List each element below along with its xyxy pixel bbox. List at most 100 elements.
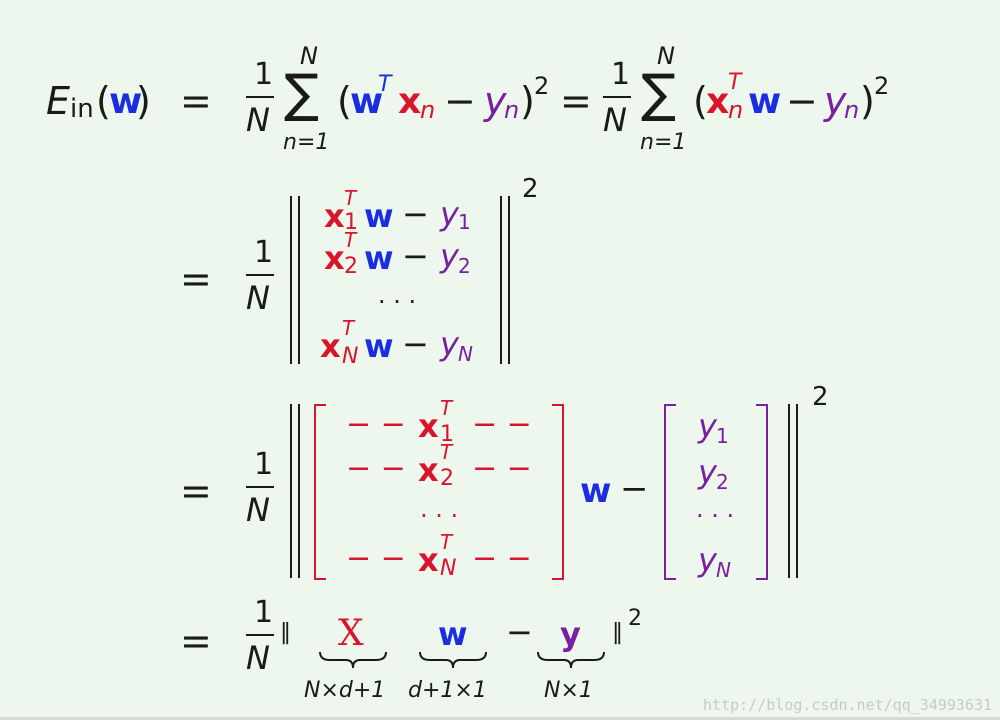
lhs-lparen: ( <box>96 79 111 123</box>
t2-y: y <box>824 79 847 123</box>
l2-rN-T: T <box>342 316 355 340</box>
l3-r1-x: x <box>418 407 439 445</box>
t1-w: w <box>350 81 384 122</box>
y-vector-left-bracket <box>664 404 676 580</box>
underbrace-X <box>319 651 387 669</box>
l2-r2-y: y <box>440 237 459 275</box>
t1-x: x <box>398 81 422 122</box>
t1-n: n <box>420 96 436 124</box>
l2-r1-sub: 1 <box>344 210 358 235</box>
equals-3: = <box>180 469 212 513</box>
l3-y1-sub: 1 <box>716 424 729 448</box>
t2-sq: 2 <box>874 72 890 100</box>
frac2-num: 1 <box>254 235 274 270</box>
l2-r1-ysub: 1 <box>458 210 471 234</box>
l3-ydots: · · · <box>696 502 735 530</box>
t1-yn: n <box>504 96 520 124</box>
t1-minus: − <box>444 79 476 123</box>
norm2-sq: 2 <box>522 174 539 204</box>
frac1-den: N <box>246 101 270 139</box>
frac3-den: N <box>246 491 270 529</box>
l3-r1-T: T <box>440 396 453 420</box>
l2-r1-y: y <box>440 195 459 233</box>
t1-y: y <box>484 79 507 123</box>
frac1b-bar <box>603 96 631 98</box>
l2-rN-y: y <box>440 325 459 363</box>
t2-x: x <box>706 81 730 122</box>
l2-r2-ysub: 2 <box>458 254 471 278</box>
l4-norm-right: ‖ <box>612 620 623 645</box>
l3-r2-dash-left: − − <box>346 451 406 486</box>
l3-y2: y <box>698 453 717 491</box>
norm2-right-bar-1 <box>500 196 502 364</box>
l2-r2-x: x <box>324 239 345 277</box>
norm2-right-bar-2 <box>508 196 510 364</box>
l2-dots: · · · <box>378 288 417 316</box>
l3-rN-dash-left: − − <box>346 541 406 576</box>
l2-r2-w: w <box>364 239 394 277</box>
x-matrix-right-bracket <box>552 404 564 580</box>
sum1-upper: N <box>300 42 318 70</box>
norm3-sq: 2 <box>812 382 829 412</box>
l4-X: X <box>338 613 364 654</box>
frac4-num: 1 <box>254 595 274 630</box>
l3-r1-dash-right: − − <box>472 407 532 442</box>
l3-r2-dash-right: − − <box>472 451 532 486</box>
frac2-den: N <box>246 279 270 317</box>
norm3-left-bar-2 <box>298 404 300 578</box>
l2-rN-minus: − <box>402 325 429 363</box>
under-w-label: d+1×1 <box>408 678 487 703</box>
t2-w: w <box>748 81 782 122</box>
l3-dots: · · · <box>420 502 459 530</box>
l2-r1-w: w <box>364 197 394 235</box>
frac1-num: 1 <box>254 57 274 92</box>
l2-rN-x: x <box>320 327 341 365</box>
frac2-bar <box>246 274 274 276</box>
frac3-num: 1 <box>254 447 274 482</box>
t1-open: ( <box>337 79 352 123</box>
sum1-sigma: ∑ <box>284 64 320 124</box>
l2-r2-minus: − <box>402 237 429 275</box>
l3-r2-x: x <box>418 451 439 489</box>
x-matrix-left-bracket <box>314 404 326 580</box>
norm3-right-bar-1 <box>788 404 790 578</box>
l4-y: y <box>560 615 581 653</box>
l3-r1-dash-left: − − <box>346 407 406 442</box>
frac1b-num: 1 <box>611 57 631 92</box>
l2-r1-x: x <box>324 197 345 235</box>
t2-n: n <box>728 96 744 124</box>
equals-1b: = <box>560 79 592 123</box>
equals-1: = <box>180 79 212 123</box>
l2-rN-ysub: N <box>458 342 473 366</box>
l3-r2-T: T <box>440 440 453 464</box>
equals-4: = <box>180 619 212 663</box>
t1-close: ) <box>520 79 535 123</box>
sum2-lower: n=1 <box>640 130 687 155</box>
l3-y2-sub: 2 <box>716 470 729 494</box>
frac3-bar <box>246 486 274 488</box>
l4-norm-left: ‖ <box>280 620 291 645</box>
equals-2: = <box>180 257 212 301</box>
l3-rN-sub: N <box>440 556 457 581</box>
norm3-right-bar-2 <box>796 404 798 578</box>
l3-rN-T: T <box>440 530 453 554</box>
norm3-left-bar-1 <box>290 404 292 578</box>
frac1b-den: N <box>603 101 627 139</box>
bottom-strip <box>0 717 1000 720</box>
lhs-in: in <box>70 94 94 124</box>
l3-w: w <box>580 471 612 511</box>
l3-y1: y <box>698 407 717 445</box>
norm2-left-bar-2 <box>298 196 300 364</box>
l3-minus: − <box>620 469 649 509</box>
lhs-rparen: ) <box>136 79 151 123</box>
l3-yN-sub: N <box>716 558 731 582</box>
underbrace-w <box>419 651 487 669</box>
l4-w: w <box>438 615 468 653</box>
l4-minus: − <box>506 613 533 651</box>
l3-r2-sub: 2 <box>440 466 454 491</box>
lhs-w: w <box>109 81 143 122</box>
y-vector-right-bracket <box>756 404 768 580</box>
t2-yn: n <box>844 96 860 124</box>
underbrace-y <box>537 651 605 669</box>
